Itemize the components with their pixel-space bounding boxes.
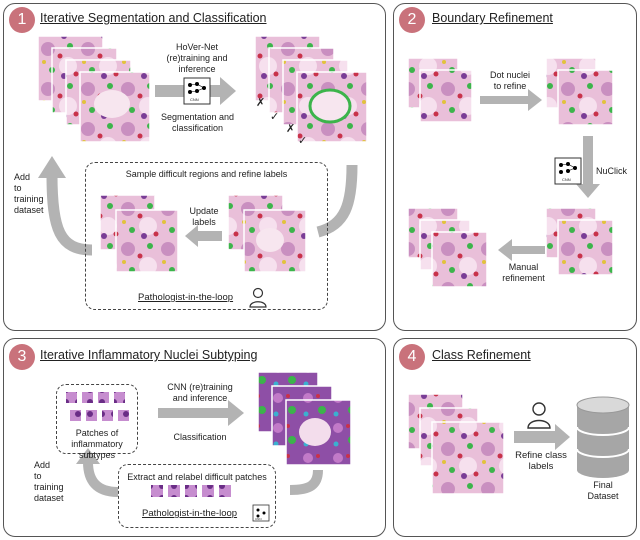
database-icon — [576, 396, 630, 478]
add-to-dataset-label: Add to training dataset — [14, 172, 44, 215]
panel3-return-arrow-left — [83, 461, 119, 497]
training-label: HoVer-Net (re)training and inference — [166, 42, 228, 74]
dot-nuclei-label: Dot nuclei to refine — [489, 70, 531, 91]
pathologist-icon — [527, 402, 551, 429]
add-to-dataset-label: Add to training dataset — [34, 460, 64, 503]
patch-grid — [66, 392, 129, 421]
update-label: Update labels — [189, 206, 219, 227]
panel3-forward-arrow — [158, 400, 244, 426]
neural-network-icon — [554, 157, 582, 185]
panel4-refine-arrow — [514, 424, 570, 450]
panel-title: Boundary Refinement — [432, 11, 553, 25]
panel2-nuclick-stack — [545, 207, 614, 276]
classification-label: Classification — [173, 432, 227, 442]
check-mark: ✗ — [286, 123, 296, 135]
patches-label: Patches of inflammatory subtypes — [71, 428, 123, 460]
panel1-return-arrow-left — [46, 174, 93, 256]
step-badge: 3 — [9, 344, 35, 370]
panel1-refined-stack — [99, 194, 179, 273]
cnn-icon-label: CNN — [255, 517, 262, 521]
panel4-input-stack — [407, 393, 505, 495]
panel-title: Class Refinement — [432, 348, 531, 362]
neural-network-icon — [183, 77, 211, 105]
cnn-icon-label: CNN — [562, 177, 571, 182]
panel3-output-stack — [257, 371, 352, 466]
panel-title: Iterative Inflammatory Nuclei Subtyping — [40, 348, 258, 362]
step-badge: 4 — [399, 344, 425, 370]
patches-box — [56, 384, 138, 454]
panel2-input-stack — [407, 57, 473, 123]
panel2-manual-arrow — [498, 239, 545, 261]
panel1-update-arrow — [185, 225, 222, 247]
pathologist-label: Pathologist-in-the-loop — [142, 508, 238, 519]
cnn-training-label: CNN (re)training and inference — [167, 382, 233, 403]
panel2-nuclick-arrow — [576, 136, 600, 198]
step-badge: 1 — [9, 7, 35, 33]
panel3-return-arrow-right — [289, 469, 323, 495]
check-mark: ✗ — [256, 97, 266, 109]
manual-refinement-label: Manual refinement — [502, 262, 545, 283]
panel2-refined-stack — [407, 207, 488, 288]
output-label: Segmentation and classification — [160, 112, 235, 133]
nuclick-label: NuClick — [596, 166, 628, 176]
pathologist-icon — [249, 287, 267, 308]
step-badge: 2 — [399, 7, 425, 33]
final-dataset-label: Final Dataset — [587, 480, 619, 501]
check-mark: ✓ — [270, 111, 280, 123]
neural-network-icon — [252, 504, 270, 522]
panel1-input-stack — [37, 35, 151, 143]
extract-label: Extract and relabel difficult patches — [127, 472, 267, 482]
panel1-return-arrow-right — [316, 164, 358, 238]
pathologist-loop-box — [118, 464, 276, 528]
panel2-dot-arrow — [480, 89, 542, 111]
panel2-dotted-stack — [545, 57, 614, 126]
pathologist-label: Pathologist-in-the-loop — [138, 292, 234, 303]
panel1-difficult-stack — [227, 194, 307, 273]
check-mark: ✓ — [298, 135, 308, 147]
difficult-patches — [151, 485, 231, 497]
sample-label: Sample difficult regions and refine labe… — [125, 169, 288, 179]
pathologist-loop-box — [85, 162, 328, 310]
cnn-icon-label: CNN — [190, 97, 199, 102]
panel1-output-stack — [254, 35, 368, 143]
refine-class-label: Refine class labels — [515, 450, 567, 472]
panel-title: Iterative Segmentation and Classificatio… — [40, 11, 267, 25]
